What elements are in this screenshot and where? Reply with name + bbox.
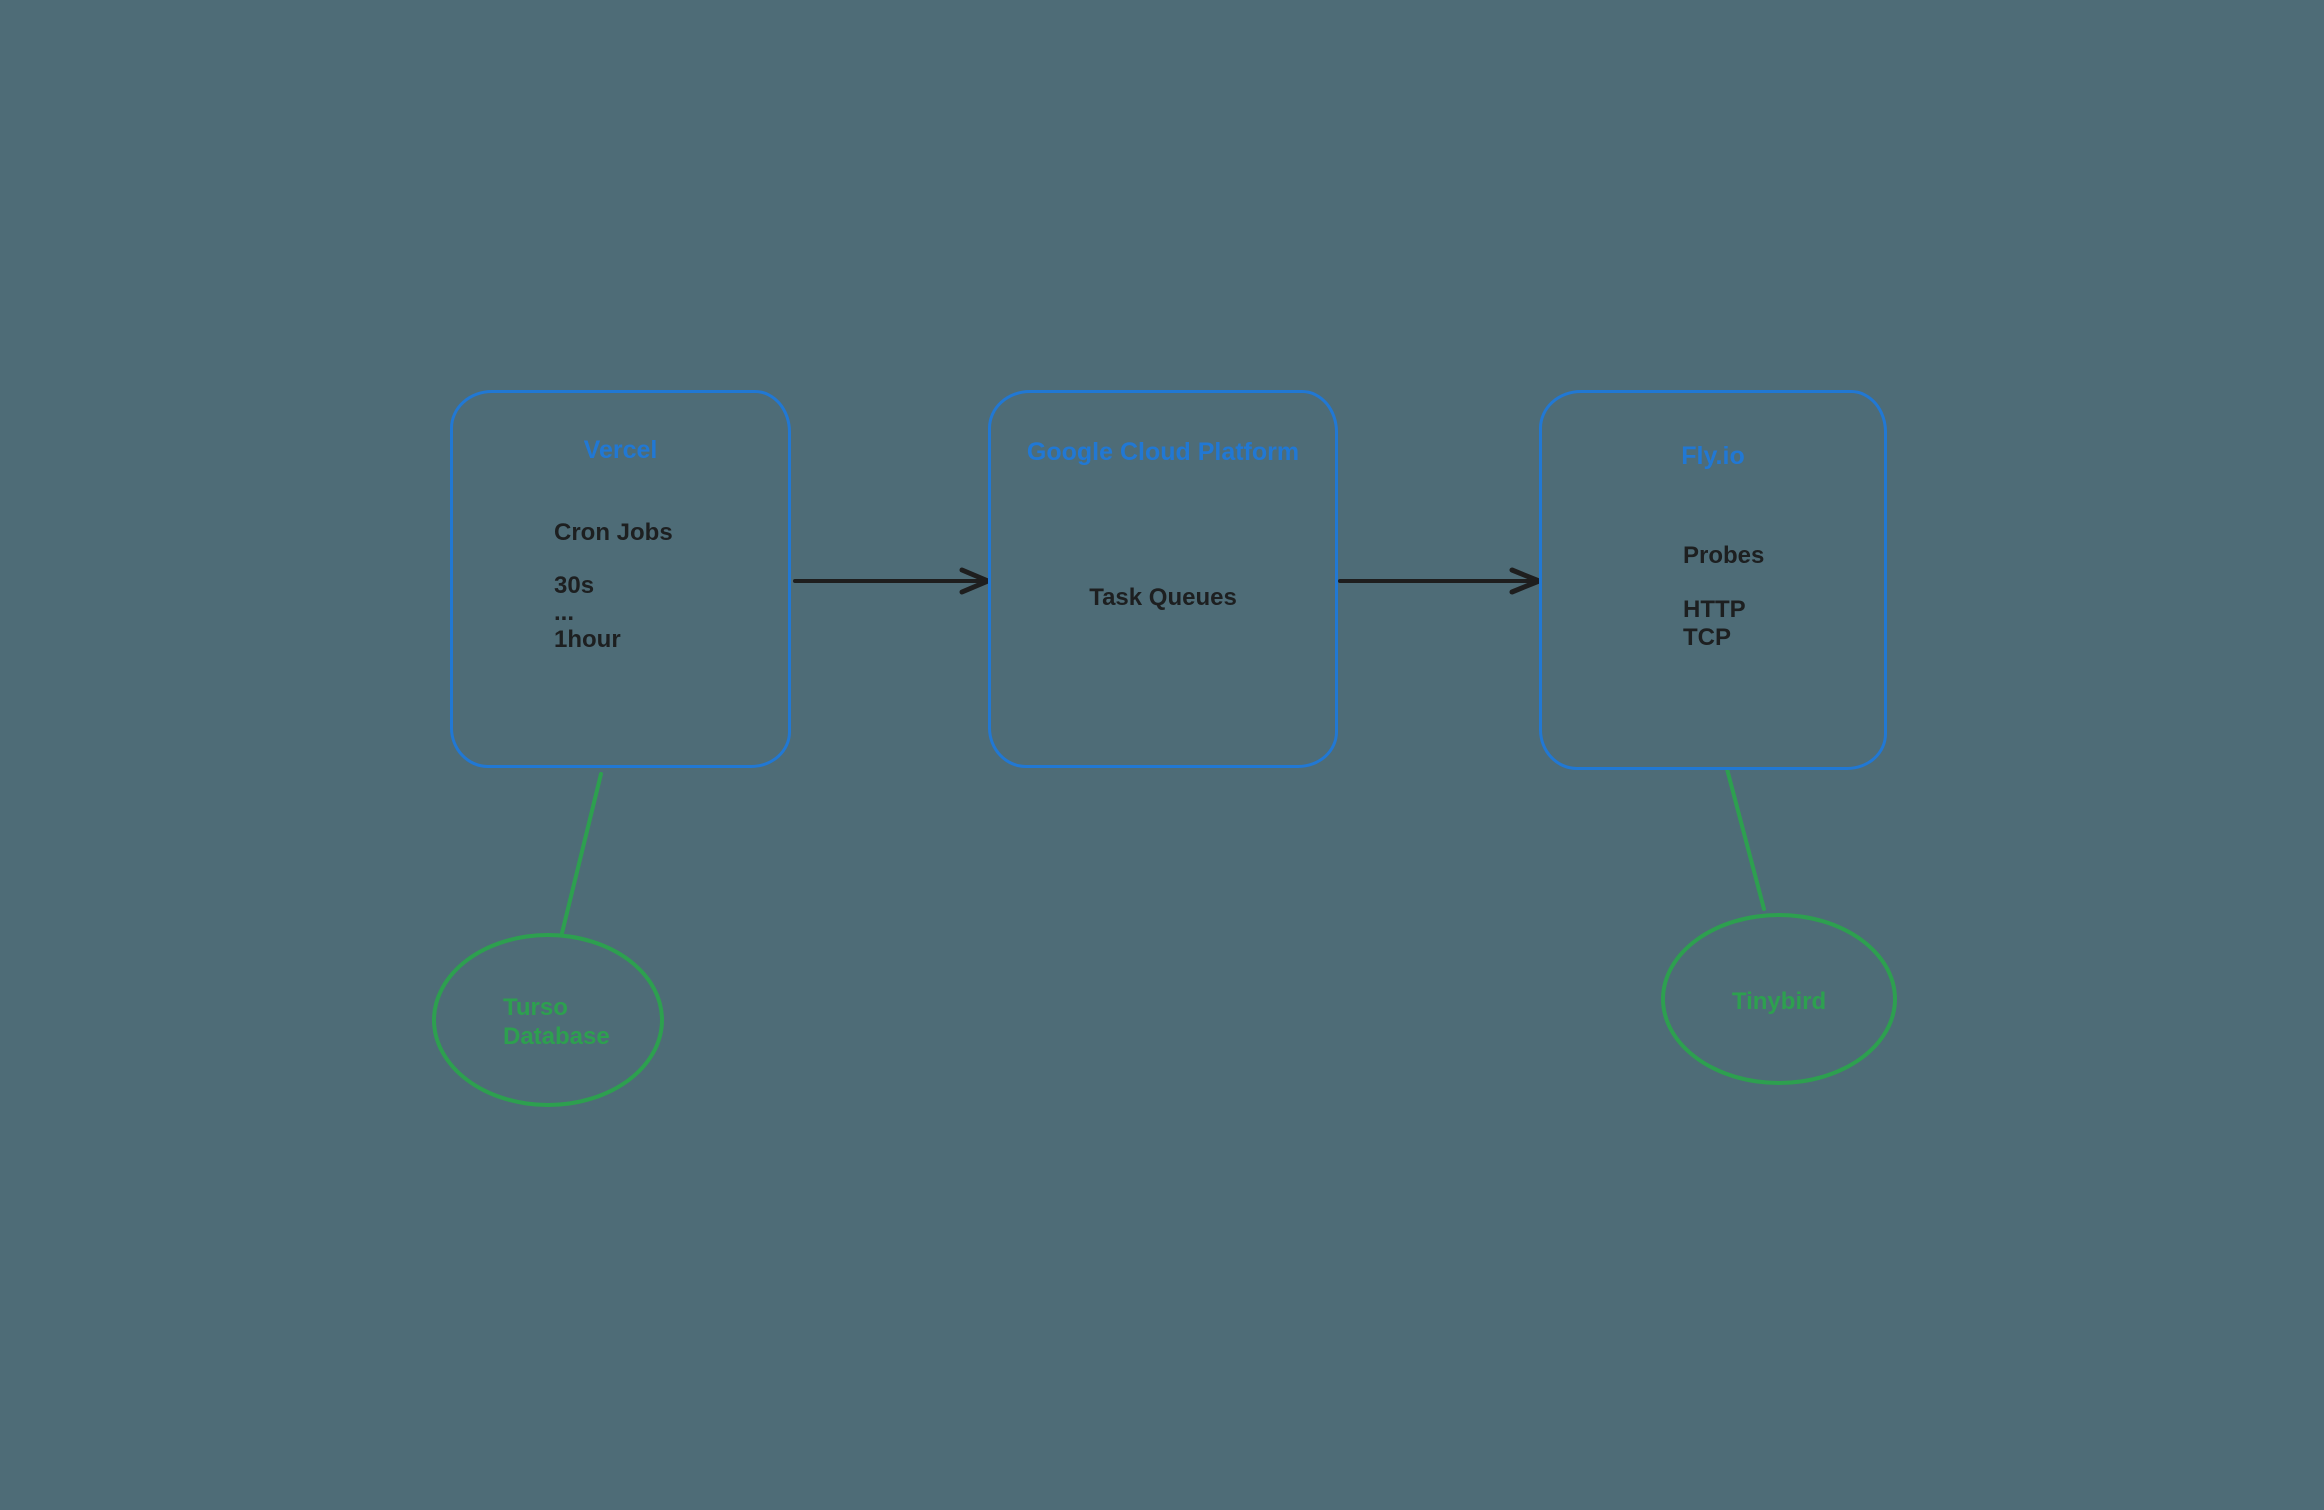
node-vercel-items: 30s ... 1hour: [554, 572, 621, 653]
node-vercel-item: ...: [554, 599, 575, 626]
node-vercel-heading: Cron Jobs: [554, 519, 673, 546]
node-gcp-heading: Task Queues: [1089, 584, 1237, 611]
ellipse-tinybird[interactable]: Tinybird: [1661, 913, 1897, 1085]
node-flyio-item: TCP: [1683, 624, 1731, 651]
node-vercel[interactable]: Vercel Cron Jobs 30s ... 1hour: [450, 390, 791, 768]
turso-label-line1: Turso: [503, 994, 568, 1021]
turso-label: Turso Database: [503, 993, 610, 1051]
connector-flyio-to-tinybird[interactable]: [1725, 767, 1766, 911]
arrow-head-icon: [1509, 567, 1542, 595]
tinybird-label: Tinybird: [1731, 988, 1827, 1015]
node-google-cloud-platform[interactable]: Google Cloud Platform Task Queues: [988, 390, 1338, 768]
node-vercel-title: Vercel: [583, 436, 658, 464]
ellipse-turso-database[interactable]: Turso Database: [432, 933, 664, 1107]
node-flyio-heading: Probes: [1683, 542, 1765, 569]
node-flyio-items: HTTP TCP: [1683, 596, 1746, 652]
node-vercel-item: 1hour: [554, 626, 621, 653]
arrow-gcp-to-flyio[interactable]: [1338, 567, 1542, 595]
turso-label-line2: Database: [503, 1023, 610, 1050]
node-gcp-title: Google Cloud Platform: [1026, 438, 1300, 466]
arrow-vercel-to-gcp[interactable]: [793, 567, 991, 595]
connector-line: [1725, 767, 1766, 911]
node-flyio[interactable]: Fly.io Probes HTTP TCP: [1539, 390, 1887, 770]
node-flyio-title: Fly.io: [1681, 442, 1745, 470]
node-flyio-item: HTTP: [1683, 596, 1746, 623]
connector-line: [560, 772, 603, 935]
node-vercel-item: 30s: [554, 572, 595, 599]
arrow-head-icon: [959, 567, 991, 595]
connector-vercel-to-turso[interactable]: [560, 772, 603, 935]
